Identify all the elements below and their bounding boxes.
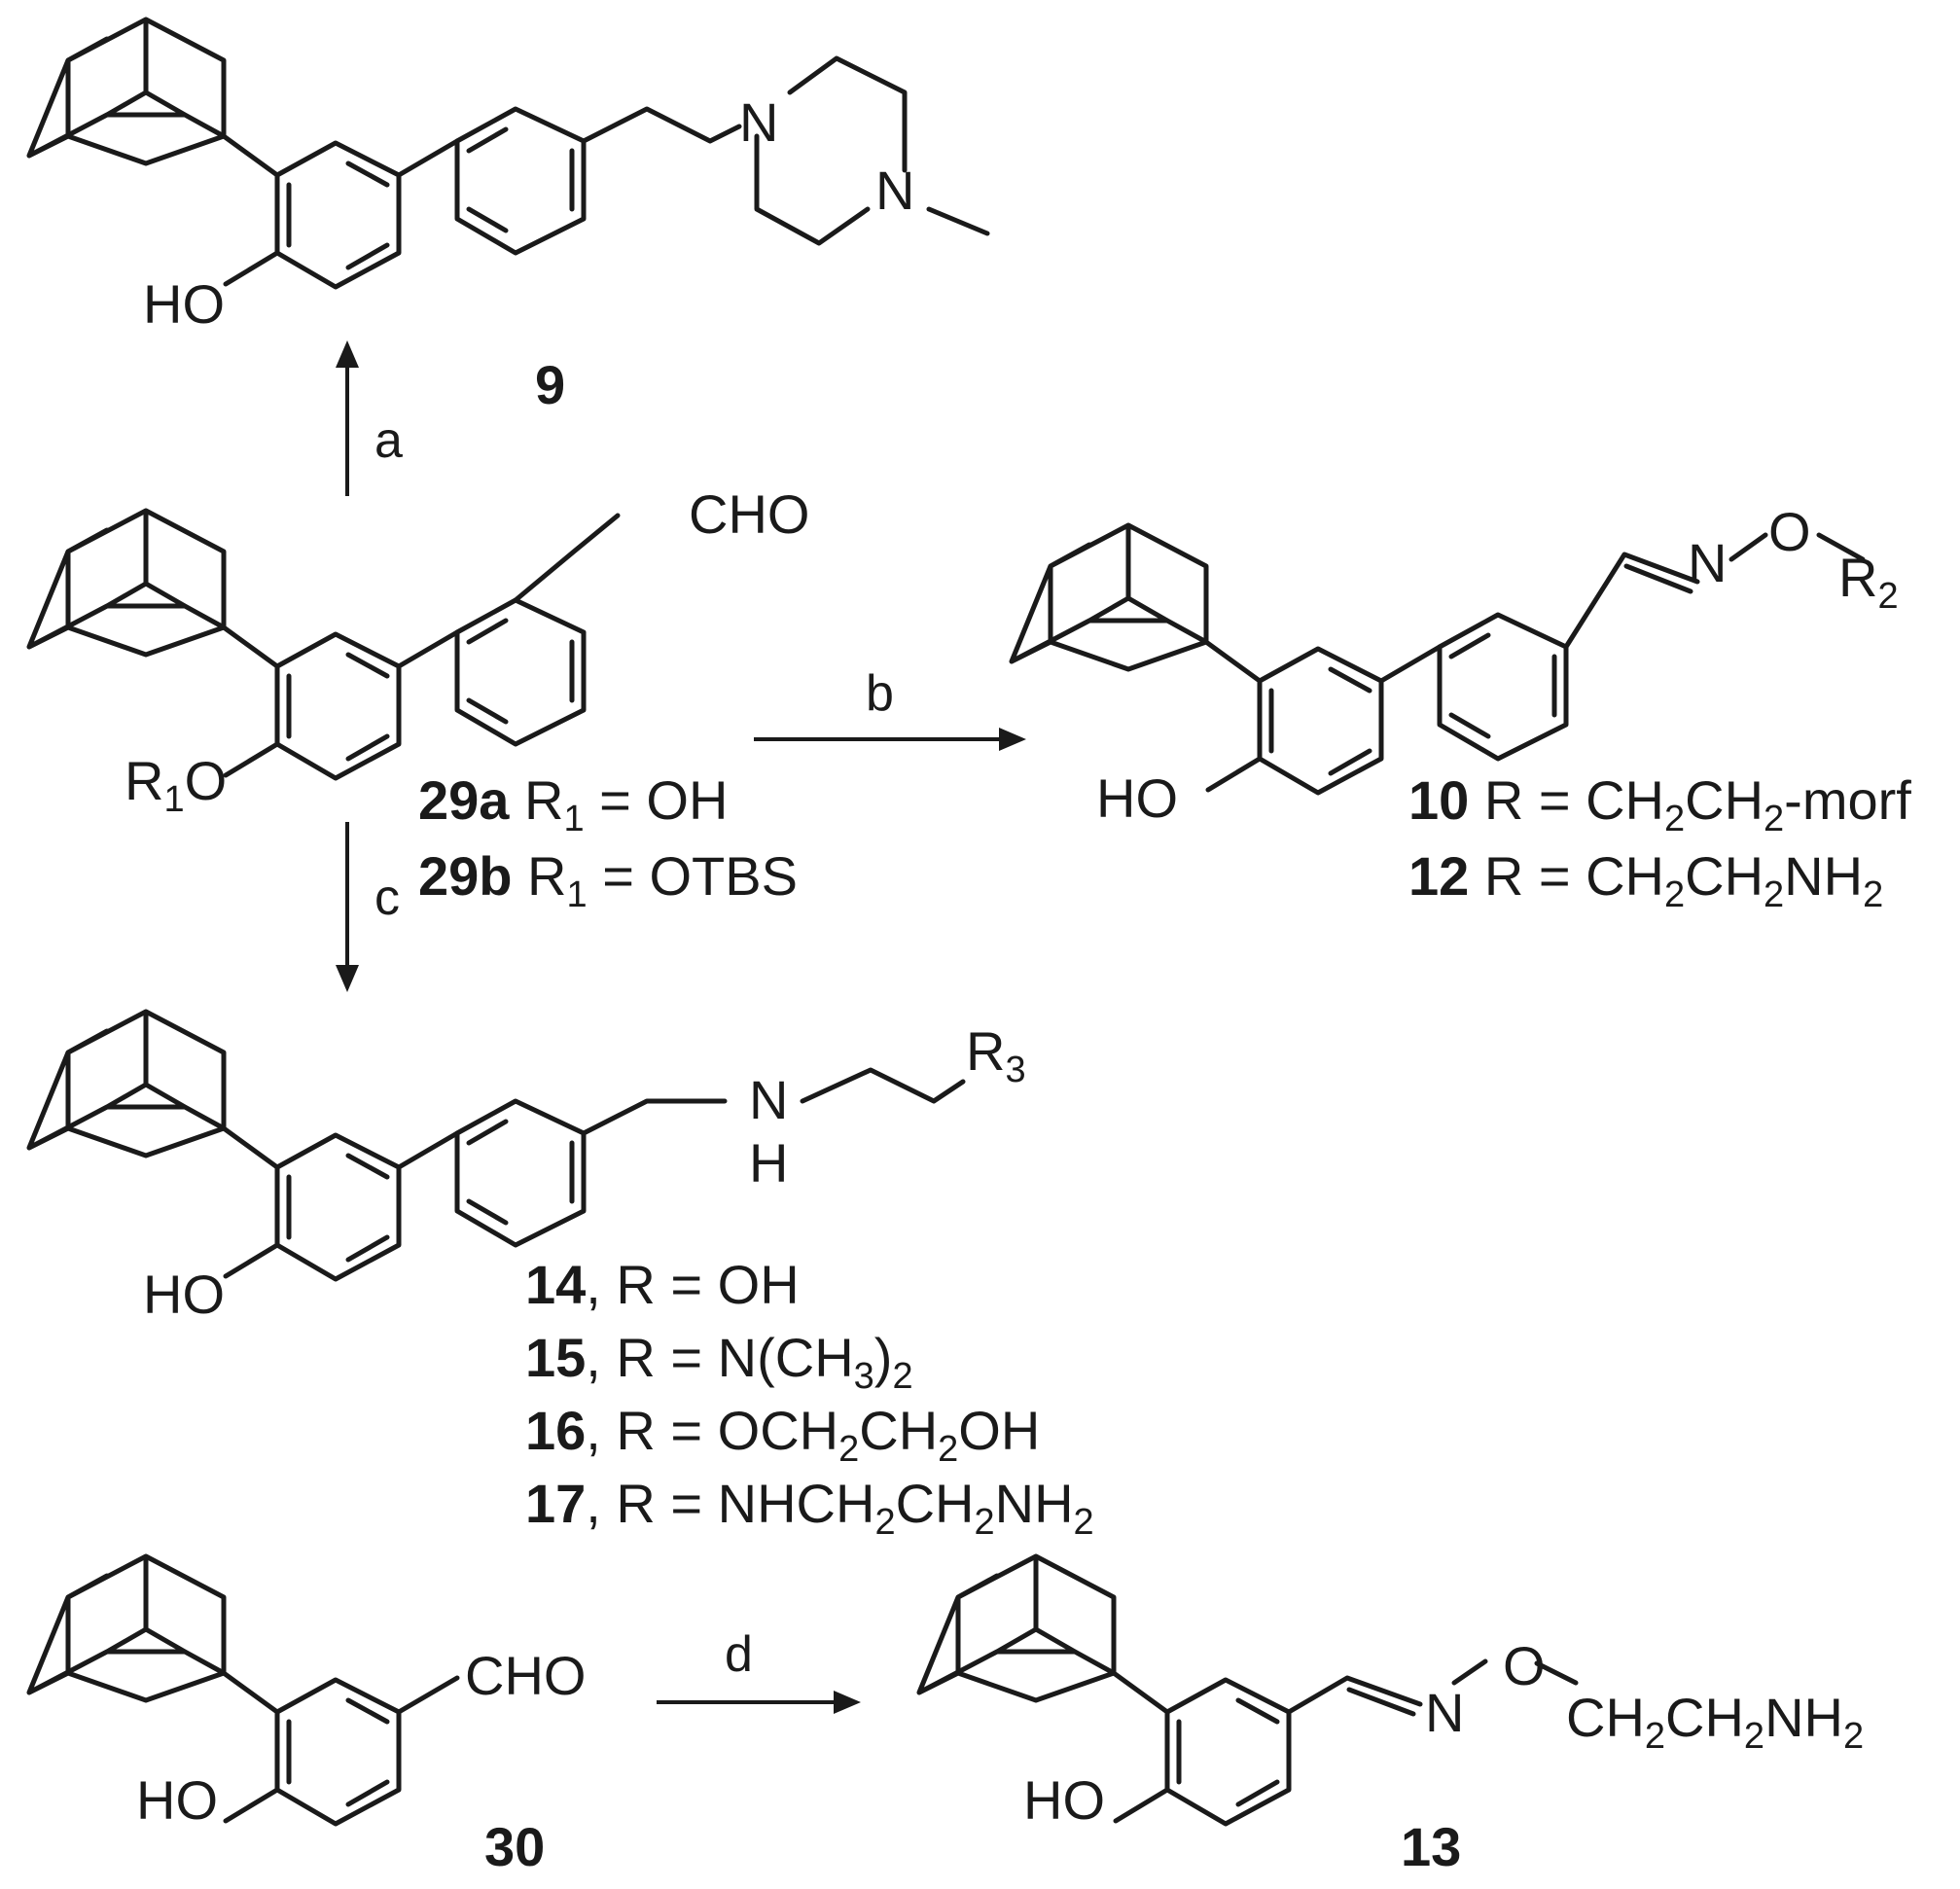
compound-9-structure bbox=[26, 17, 990, 290]
aldehyde-label: CHO bbox=[465, 1645, 586, 1706]
compound-14-caption: 14, R = OH bbox=[525, 1254, 800, 1315]
step-b-label: b bbox=[866, 665, 894, 722]
compound-9-label: 9 bbox=[535, 354, 565, 415]
compound-29b-caption: 29b R1 = OTBS bbox=[418, 845, 798, 915]
atom-r2-label: R2 bbox=[1838, 547, 1899, 617]
atom-o-label: O bbox=[1768, 501, 1811, 562]
compound-29-structure bbox=[26, 508, 621, 781]
compound-13-sidechain: CH2CH2NH2 bbox=[1566, 1687, 1864, 1757]
atom-ho-label: HO bbox=[143, 273, 225, 335]
aldehyde-label: CHO bbox=[689, 483, 809, 545]
compound-10-caption: 10 R = CH2CH2-morf bbox=[1408, 769, 1911, 839]
arrow-a-head bbox=[336, 340, 359, 368]
compound-30-structure bbox=[26, 1553, 460, 1827]
step-d-label: d bbox=[725, 1626, 753, 1683]
atom-nh-n-label: N bbox=[749, 1069, 788, 1130]
step-a-label: a bbox=[374, 412, 403, 469]
atom-r1o-label: R1O bbox=[125, 750, 227, 820]
atom-ho-label: HO bbox=[1023, 1769, 1105, 1831]
compound-15-caption: 15, R = N(CH3)2 bbox=[525, 1327, 913, 1397]
atom-ho-label: HO bbox=[143, 1264, 225, 1325]
arrow-c-head bbox=[336, 965, 359, 992]
compound-10-12-structure bbox=[1009, 522, 1866, 796]
atom-r3-label: R3 bbox=[966, 1020, 1026, 1090]
atom-ho-label: HO bbox=[136, 1769, 218, 1831]
compound-13-label: 13 bbox=[1401, 1816, 1461, 1877]
atom-nh-h-label: H bbox=[749, 1132, 788, 1194]
compound-30-label: 30 bbox=[484, 1816, 545, 1877]
arrow-d-head bbox=[834, 1691, 861, 1714]
compound-14-17-structure bbox=[26, 1009, 966, 1282]
atom-ho-label: HO bbox=[1096, 767, 1178, 829]
arrow-b-head bbox=[999, 728, 1026, 751]
compound-13-structure bbox=[916, 1553, 1579, 1827]
compound-12-caption: 12 R = CH2CH2NH2 bbox=[1408, 845, 1883, 915]
compound-17-caption: 17, R = NHCH2CH2NH2 bbox=[525, 1473, 1094, 1543]
compound-16-caption: 16, R = OCH2CH2OH bbox=[525, 1400, 1040, 1470]
atom-n-label: N bbox=[875, 160, 914, 221]
step-c-label: c bbox=[374, 870, 400, 926]
atom-n-label: N bbox=[739, 91, 778, 153]
compound-29a-caption: 29a R1 = OH bbox=[418, 769, 728, 839]
atom-o-label: O bbox=[1503, 1635, 1546, 1696]
atom-n-label: N bbox=[1425, 1682, 1464, 1743]
atom-n-label: N bbox=[1688, 532, 1727, 593]
